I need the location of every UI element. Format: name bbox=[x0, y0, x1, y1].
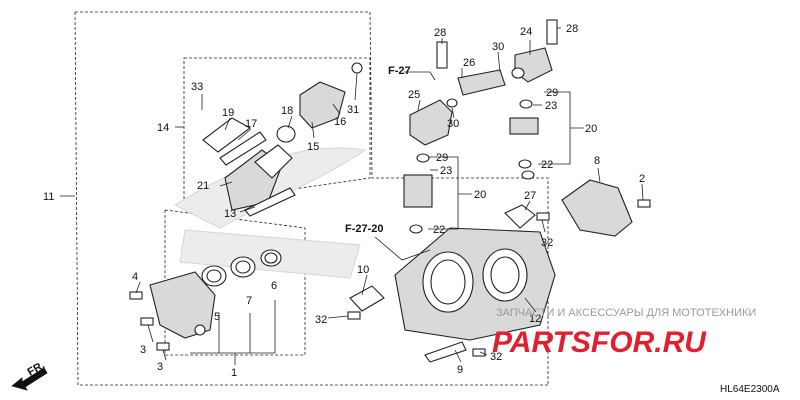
part-label: 6 bbox=[271, 280, 277, 292]
fuel-injector-parts bbox=[403, 19, 558, 234]
part-label: 18 bbox=[281, 105, 293, 117]
part-label: 22 bbox=[541, 159, 553, 171]
part-label: 11 bbox=[43, 191, 54, 203]
part-label: 31 bbox=[347, 104, 359, 116]
part-label: 32 bbox=[315, 314, 327, 326]
part-label: 2 bbox=[639, 173, 645, 185]
part-label: 29 bbox=[546, 87, 558, 99]
part-label: 14 bbox=[157, 122, 169, 134]
part-label: 29 bbox=[436, 152, 448, 164]
part-label: 24 bbox=[520, 26, 532, 38]
subassembly-frame bbox=[183, 57, 371, 206]
part-label: 8 bbox=[594, 155, 600, 167]
part-label: 23 bbox=[440, 165, 452, 177]
leader-lines bbox=[60, 27, 644, 365]
part-label: 33 bbox=[191, 81, 203, 93]
part-label: 21 bbox=[197, 180, 209, 192]
throttle-cover-part bbox=[504, 179, 633, 237]
part-label: 32 bbox=[541, 237, 553, 249]
part-label: 25 bbox=[408, 89, 420, 101]
part-label: 26 bbox=[463, 57, 475, 69]
part-label: 19 bbox=[222, 107, 234, 119]
bolt-parts bbox=[129, 199, 651, 357]
part-label: 15 bbox=[307, 141, 319, 153]
part-label: 27 bbox=[524, 190, 536, 202]
part-label: 20 bbox=[474, 189, 486, 201]
part-label: 3 bbox=[157, 361, 163, 373]
part-label: 32 bbox=[490, 351, 502, 363]
diagram-frame bbox=[74, 11, 549, 386]
part-label: 23 bbox=[545, 100, 557, 112]
throttle-sensor-part bbox=[149, 271, 216, 339]
part-label: 9 bbox=[457, 364, 463, 376]
part-label: 7 bbox=[246, 295, 252, 307]
throttle-body-part bbox=[349, 227, 556, 363]
reference-label: F-27-20 bbox=[345, 223, 384, 235]
part-label: 16 bbox=[334, 116, 346, 128]
diagram-code: HL64E2300A bbox=[720, 384, 780, 395]
front-direction-arrow bbox=[11, 367, 48, 391]
part-label: 20 bbox=[585, 123, 597, 135]
watermark-tagline: ЗАПЧАСТИ И АКСЕССУАРЫ ДЛЯ МОТОТЕХНИКИ bbox=[496, 307, 756, 319]
part-label: 1 bbox=[231, 367, 237, 379]
o-ring-parts bbox=[201, 249, 282, 287]
part-label: 3 bbox=[140, 344, 146, 356]
watermark-logo: PARTSFOR.RU bbox=[492, 326, 707, 359]
part-label: 22 bbox=[433, 224, 445, 236]
part-label: 28 bbox=[566, 23, 578, 35]
reference-label: F-27 bbox=[388, 65, 411, 77]
part-label: 30 bbox=[447, 118, 459, 130]
direction-label: FR. bbox=[26, 359, 47, 378]
part-label: 10 bbox=[357, 264, 369, 276]
part-label: 13 bbox=[224, 208, 236, 220]
part-label: 5 bbox=[214, 311, 220, 323]
part-label: 12 bbox=[529, 313, 541, 325]
part-labels: 1 2 3 3 4 5 6 7 8 9 10 11 12 13 14 15 16… bbox=[43, 23, 645, 379]
idle-air-control-part bbox=[202, 62, 363, 217]
part-label: 30 bbox=[492, 41, 504, 53]
part-label: 28 bbox=[434, 27, 446, 39]
part-label: 4 bbox=[132, 271, 138, 283]
part-label: 17 bbox=[245, 118, 257, 130]
